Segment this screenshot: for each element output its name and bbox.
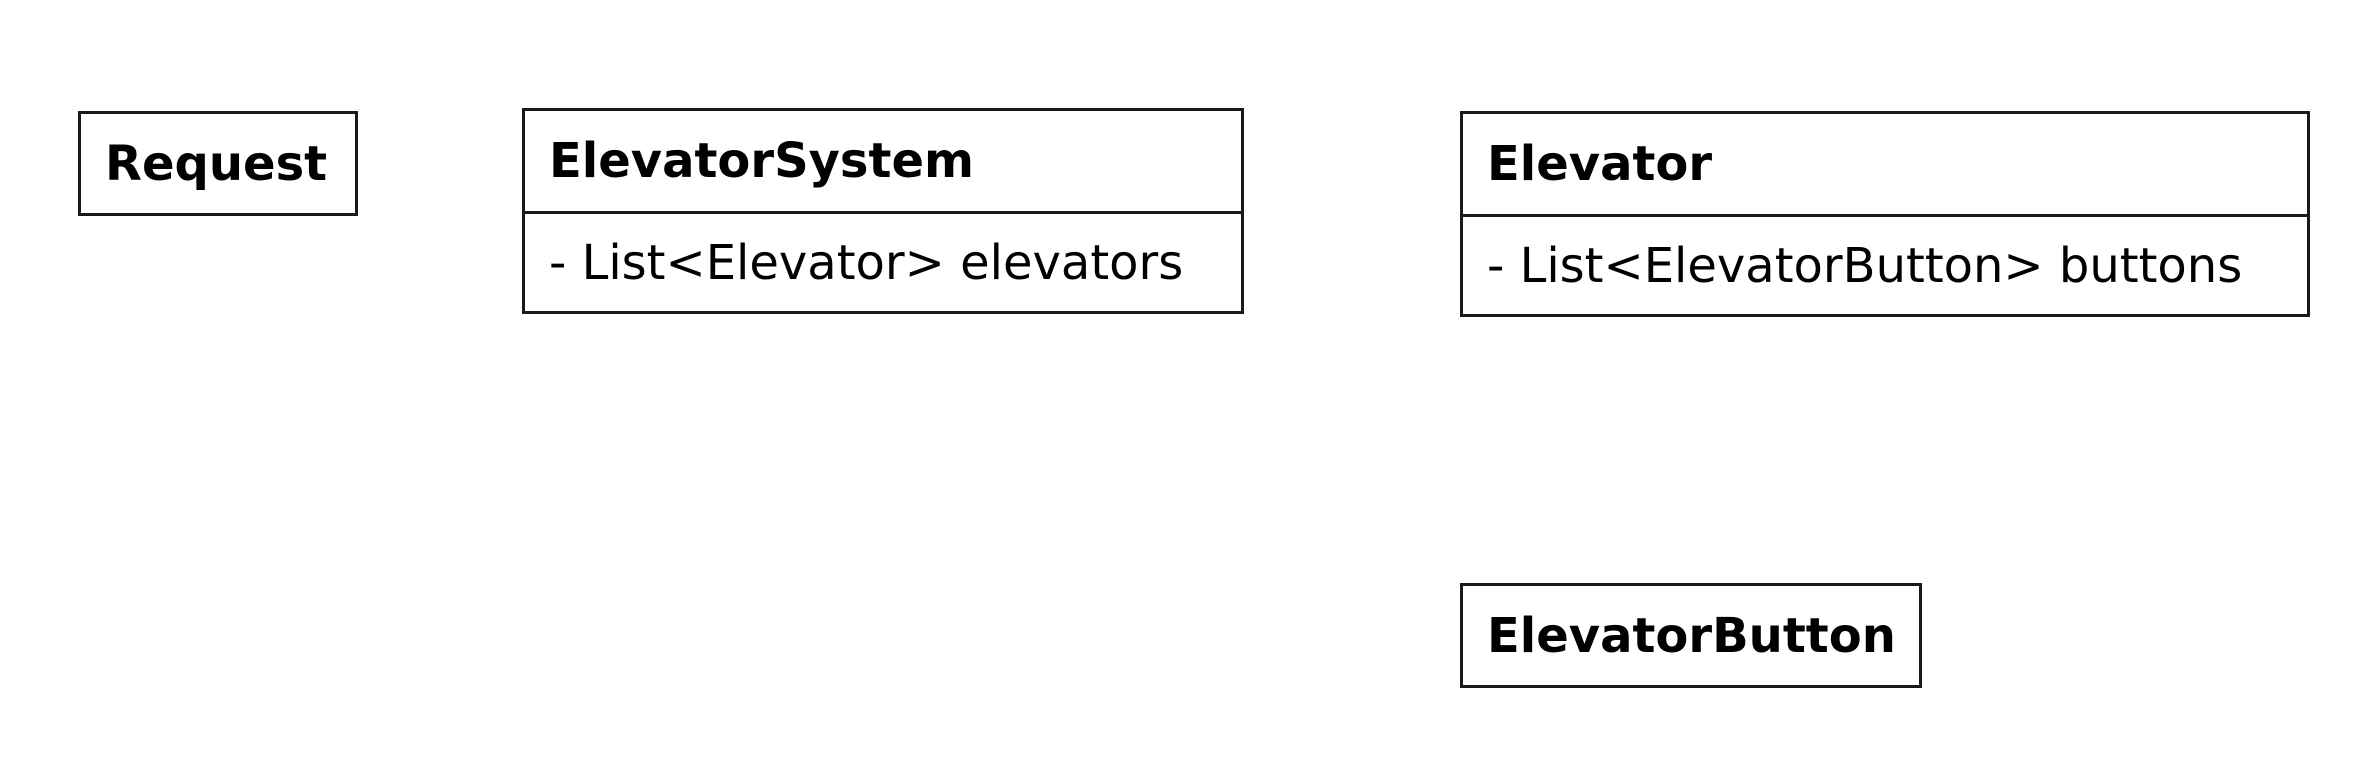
class-name-elevator-button: ElevatorButton	[1487, 607, 1896, 664]
class-name-request: Request	[105, 135, 328, 192]
class-box-elevator-button: ElevatorButton	[1460, 583, 1922, 688]
class-box-request: Request	[78, 111, 358, 216]
class-attribute-elevators: - List<Elevator> elevators	[525, 211, 1241, 311]
class-attribute-buttons: - List<ElevatorButton> buttons	[1463, 214, 2307, 314]
class-name-elevator-system: ElevatorSystem	[549, 133, 975, 189]
class-box-elevator-system: ElevatorSystem - List<Elevator> elevator…	[522, 108, 1244, 314]
class-box-elevator: Elevator - List<ElevatorButton> buttons	[1460, 111, 2310, 317]
class-name-elevator: Elevator	[1487, 136, 1713, 192]
